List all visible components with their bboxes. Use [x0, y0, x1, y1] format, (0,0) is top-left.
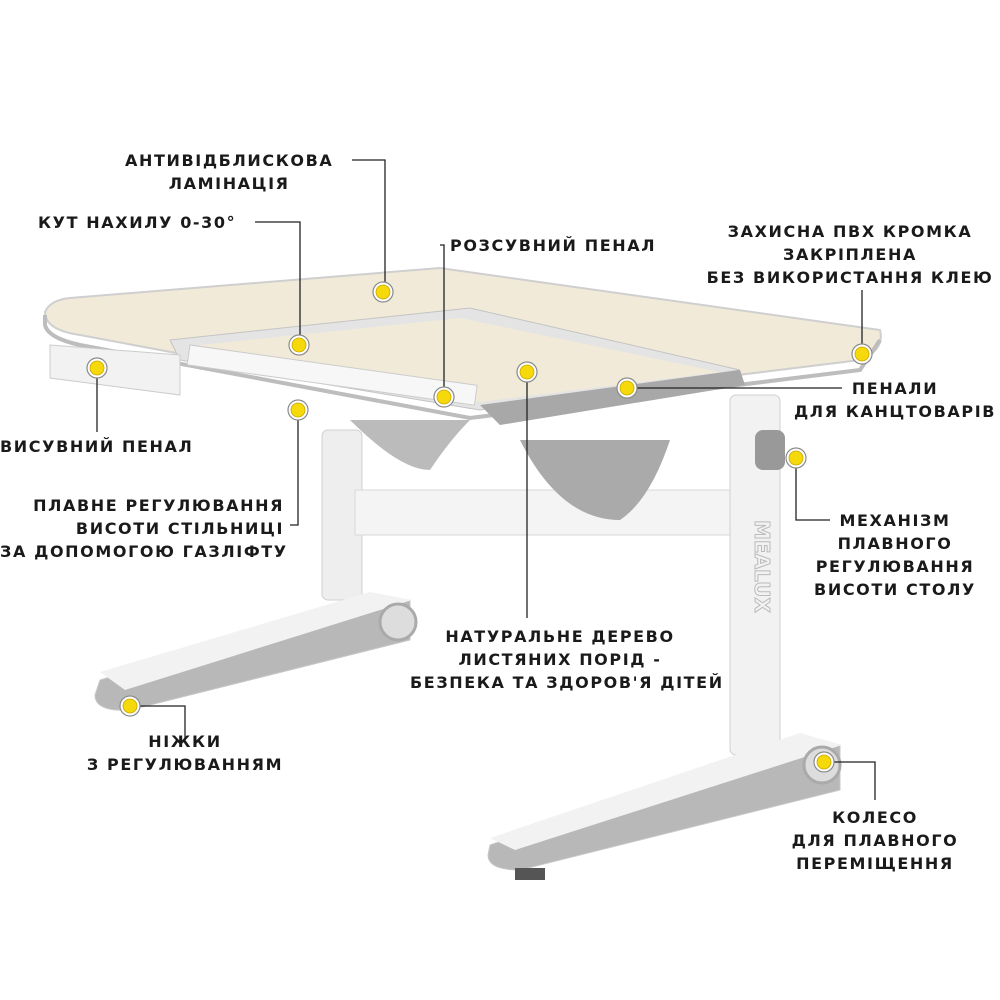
brand-logo: MEALUX — [750, 520, 774, 613]
crossbar — [354, 489, 741, 536]
marker-dot-anti-glare — [375, 284, 391, 300]
drawer — [49, 344, 181, 396]
callout-sliding-pencil-case: РОЗСУВНИЙ ПЕНАЛ — [450, 236, 657, 255]
markers — [86, 281, 873, 773]
marker-dot-wheel — [816, 754, 832, 770]
desktop — [43, 266, 882, 425]
callout-lines — [96, 159, 876, 800]
marker-dot-drawer — [89, 360, 105, 376]
marker-dot-stationery-trays — [619, 380, 635, 396]
support-bracket — [350, 420, 470, 470]
marker-dot-tilt — [291, 337, 307, 353]
marker-dot-gas-lift — [290, 402, 306, 418]
callout-drawer: ВИСУВНИЙ ПЕНАЛ — [0, 437, 194, 456]
tilt-mechanism — [520, 440, 670, 520]
left-leg — [94, 429, 418, 711]
marker-dot-height-mechanism — [788, 450, 804, 466]
marker-dot-natural-wood — [519, 364, 535, 380]
right-leg: MEALUX — [487, 394, 842, 880]
marker-dot-adjustable-legs — [122, 698, 138, 714]
callout-tilt: КУТ НАХИЛУ 0-30° — [38, 213, 237, 232]
marker-dot-pvc-edge — [854, 346, 870, 362]
marker-dot-sliding-pencil-case — [436, 389, 452, 405]
height-crank — [755, 430, 785, 470]
